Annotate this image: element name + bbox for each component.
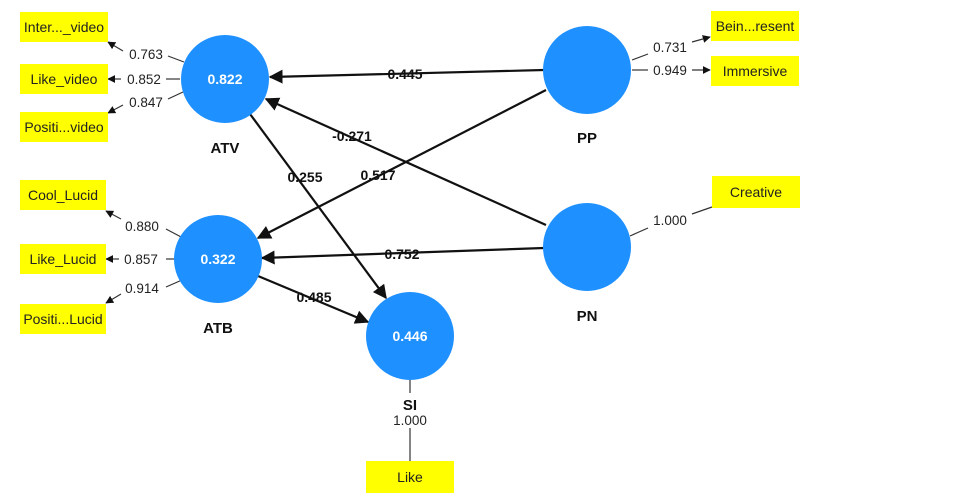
path-line-pp-atb	[256, 89, 547, 239]
indicator-label-like-video: Like_video	[31, 71, 98, 87]
loading-value-inter-video: 0.763	[129, 47, 163, 62]
loading-value-like-video: 0.852	[127, 72, 161, 87]
indicator-label-inter-video: Inter..._video	[24, 19, 104, 35]
loading-value-positi-video: 0.847	[129, 95, 163, 110]
construct-pp[interactable]	[543, 26, 631, 114]
path-line-pn-atb	[260, 246, 545, 265]
indicator-box-like-video[interactable]	[20, 64, 108, 94]
path-coef-pn-atb: 0.752	[384, 246, 419, 262]
construct-atv[interactable]	[181, 35, 269, 123]
loading-value-cool-lucid: 0.880	[125, 219, 159, 234]
loading-values: 0.763 0.852 0.847 0.880 0.857 0.914 0.73…	[124, 40, 687, 428]
indicator-box-cool-lucid[interactable]	[20, 180, 106, 210]
loading-line-cool-lucid-tail	[165, 228, 184, 239]
loading-line-creative	[629, 227, 649, 237]
path-line-atb-si	[257, 274, 370, 324]
path-coefficients: 0.445 -0.271 0.517 0.752 0.255 0.485	[287, 66, 422, 305]
loading-value-like: 1.000	[393, 413, 427, 428]
path-coef-pn-atv: -0.271	[332, 128, 372, 144]
construct-pn-label: PN	[577, 308, 598, 325]
indicator-box-like[interactable]	[366, 461, 454, 493]
loading-line-bein-resent-head	[691, 35, 711, 43]
indicator-box-like-lucid[interactable]	[20, 244, 106, 274]
indicator-box-bein-resent[interactable]	[711, 11, 799, 41]
construct-atv-r2: 0.822	[207, 71, 242, 87]
path-coef-atv-si: 0.255	[287, 169, 322, 185]
loading-line-creative-tail	[691, 206, 713, 215]
loading-line-positi-lucid	[105, 293, 122, 304]
loading-line-positi-lucid-tail	[165, 279, 183, 288]
indicator-label-positi-video: Positi...video	[24, 119, 104, 135]
indicator-label-like-lucid: Like_Lucid	[30, 251, 97, 267]
constructs: 0.822 ATV 0.322 ATB 0.446 SI PP PN	[174, 26, 631, 414]
loading-value-immersive: 0.949	[653, 63, 687, 78]
path-coef-pp-atv: 0.445	[387, 66, 422, 82]
indicator-box-positi-lucid[interactable]	[20, 304, 106, 334]
path-coef-pp-atb: 0.517	[360, 167, 395, 183]
construct-si[interactable]	[366, 292, 454, 380]
construct-atb-r2: 0.322	[200, 251, 235, 267]
loading-value-positi-lucid: 0.914	[125, 281, 159, 296]
loading-value-like-lucid: 0.857	[124, 252, 158, 267]
loading-lines	[105, 35, 713, 461]
loading-line-positi-video-tail	[167, 91, 184, 100]
construct-atb[interactable]	[174, 215, 262, 303]
indicator-label-immersive: Immersive	[723, 63, 788, 79]
construct-si-r2: 0.446	[392, 328, 427, 344]
construct-si-label: SI	[403, 397, 417, 414]
indicator-box-creative[interactable]	[712, 176, 800, 208]
loading-line-positi-video	[107, 104, 124, 114]
structural-paths	[249, 68, 547, 324]
indicators: Inter..._video Like_video Positi...video…	[20, 11, 800, 493]
loading-line-inter-video	[107, 41, 124, 52]
loading-value-bein-resent: 0.731	[653, 40, 687, 55]
indicator-label-cool-lucid: Cool_Lucid	[28, 187, 98, 203]
indicator-box-inter-video[interactable]	[20, 12, 108, 42]
path-coef-atb-si: 0.485	[296, 289, 331, 305]
construct-pp-label: PP	[577, 130, 597, 147]
loading-line-cool-lucid	[105, 210, 122, 220]
path-line-pp-atv	[268, 68, 545, 84]
loading-line-inter-video-tail	[167, 55, 185, 63]
path-line-atv-si	[249, 113, 387, 300]
indicator-label-bein-resent: Bein...resent	[716, 18, 795, 34]
indicator-label-positi-lucid: Positi...Lucid	[23, 311, 102, 327]
loading-line-bein-resent	[631, 53, 649, 61]
indicator-box-immersive[interactable]	[711, 56, 799, 86]
indicator-label-creative: Creative	[730, 184, 782, 200]
indicator-label-like: Like	[397, 469, 423, 485]
loading-value-creative: 1.000	[653, 213, 687, 228]
construct-atv-label: ATV	[211, 140, 240, 157]
indicator-box-positi-video[interactable]	[20, 112, 108, 142]
construct-atb-label: ATB	[203, 320, 233, 337]
construct-pn[interactable]	[543, 203, 631, 291]
